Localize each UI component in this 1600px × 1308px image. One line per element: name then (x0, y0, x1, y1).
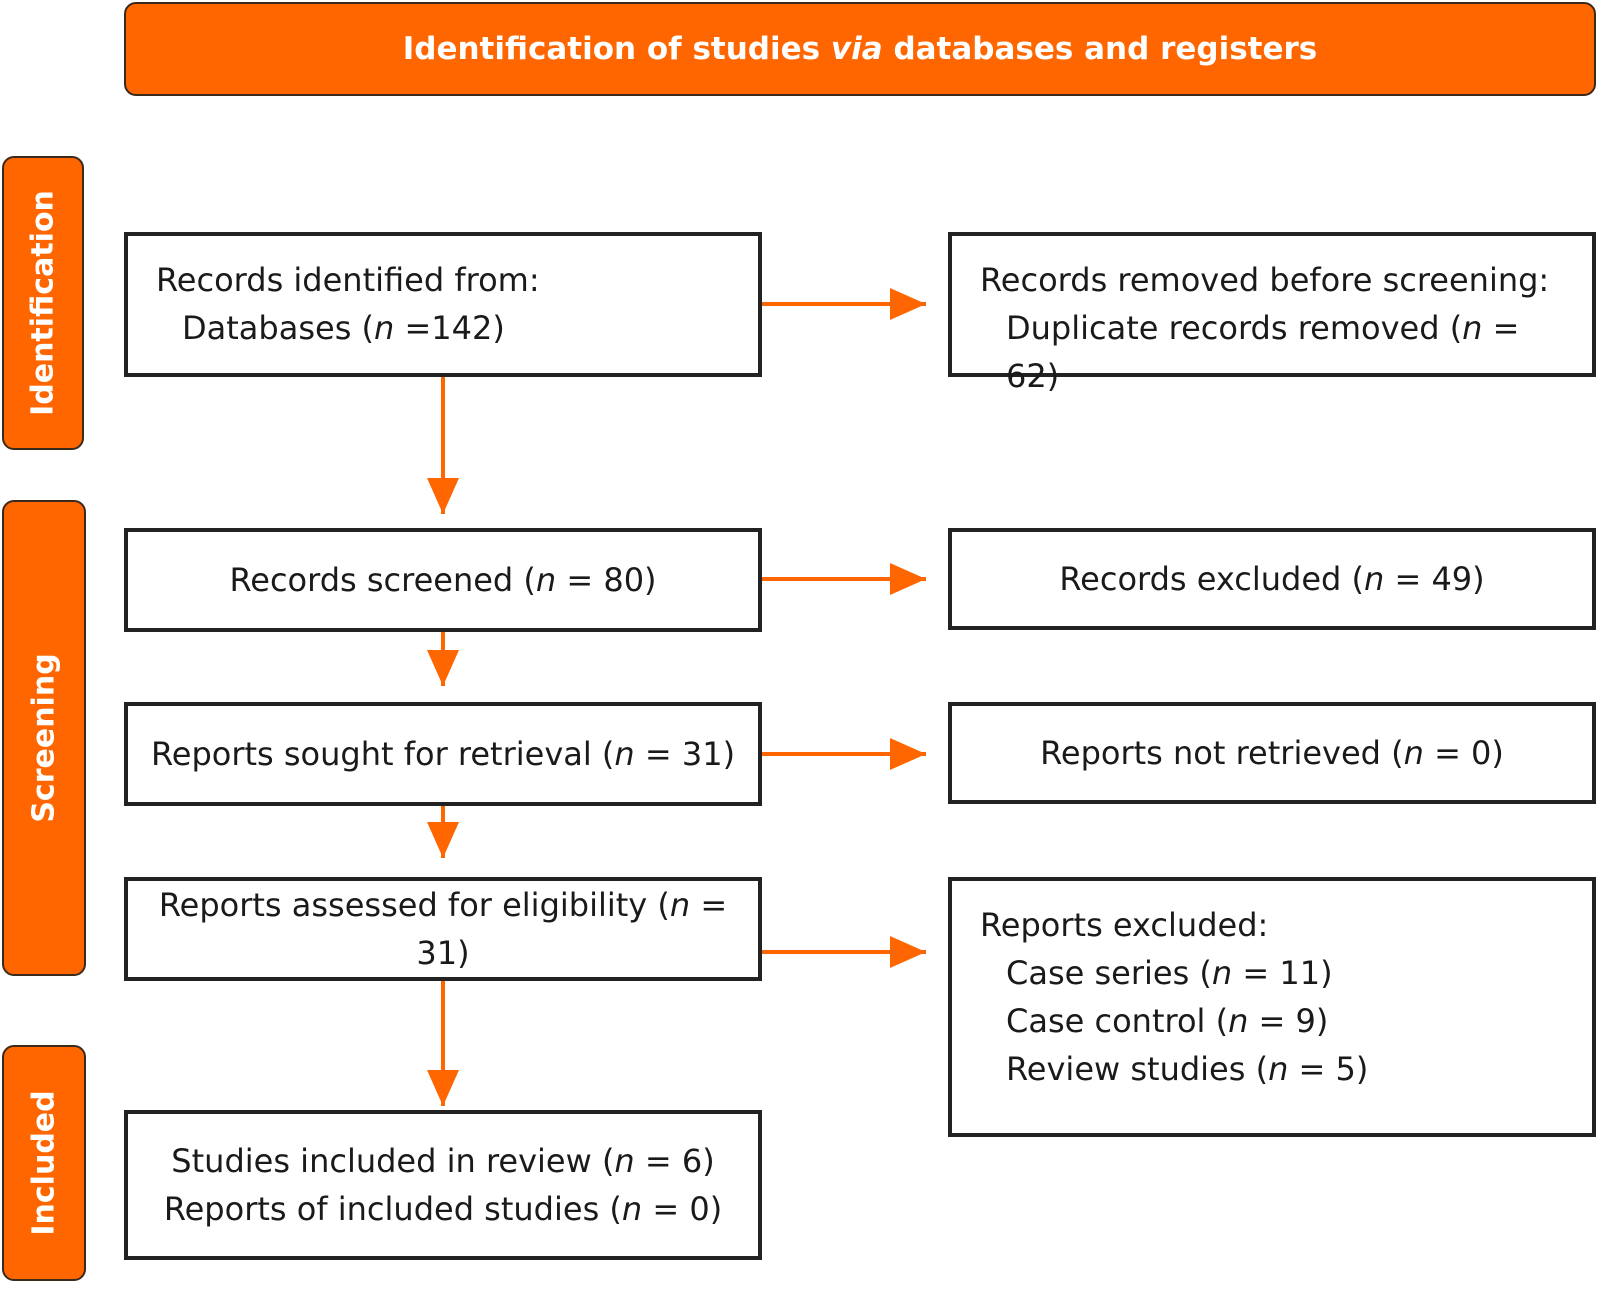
review-studies-label: Review studies ( (1006, 1050, 1269, 1088)
case-control-label: Case control ( (1006, 1002, 1229, 1040)
phase-identification: Identification (2, 156, 84, 450)
duplicates-label: Duplicate records removed ( (1006, 309, 1463, 347)
n-symbol: n (614, 735, 635, 773)
reports-sought-box: Reports sought for retrieval (n = 31) (124, 702, 762, 806)
header-prefix: Identification of studies (402, 31, 831, 67)
studies-included-box: Studies included in review (n = 6) Repor… (124, 1110, 762, 1260)
reports-excluded-box: Reports excluded: Case series (n = 11) C… (948, 877, 1596, 1137)
n-symbol: n (621, 1190, 643, 1228)
reports-assessed-box: Reports assessed for eligibility (n = 31… (124, 877, 762, 981)
databases-label: Databases ( (182, 309, 375, 347)
records-excluded-count: = 49) (1384, 560, 1485, 598)
header-via: via (830, 31, 883, 67)
records-identified-title: Records identified from: (156, 261, 540, 299)
reports-sought-count: = 31) (634, 735, 736, 773)
n-symbol: n (535, 561, 557, 599)
databases-count: =142) (394, 309, 505, 347)
reports-not-retrieved-count: = 0) (1423, 734, 1504, 772)
case-control-count: = 9) (1248, 1002, 1329, 1040)
n-symbol: n (374, 309, 395, 347)
records-removed-box: Records removed before screening: Duplic… (948, 232, 1596, 395)
header-banner: Identification of studies via databases … (124, 2, 1596, 96)
reports-included-line: Reports of included studies (n = 0) (164, 1185, 722, 1233)
studies-included-line: Studies included in review (n = 6) (171, 1137, 714, 1185)
reports-not-retrieved-line: Reports not retrieved (n = 0) (1040, 729, 1504, 777)
reports-not-retrieved-box: Reports not retrieved (n = 0) (948, 702, 1596, 804)
n-symbol: n (1462, 309, 1483, 347)
n-symbol: n (1268, 1050, 1289, 1088)
studies-included-label: Studies included in review ( (171, 1142, 615, 1180)
n-symbol: n (614, 1142, 635, 1180)
reports-included-count: = 0) (642, 1190, 723, 1228)
n-symbol: n (1228, 1002, 1249, 1040)
n-symbol: n (669, 886, 691, 924)
reports-sought-label: Reports sought for retrieval ( (150, 735, 615, 773)
phase-included: Included (2, 1045, 86, 1281)
records-excluded-box: Records excluded (n = 49) (948, 528, 1596, 630)
records-excluded-label: Records excluded ( (1059, 560, 1364, 598)
case-series-label: Case series ( (1006, 954, 1212, 992)
records-screened-label: Records screened ( (229, 561, 536, 599)
records-screened-count: = 80) (556, 561, 657, 599)
n-symbol: n (1364, 560, 1385, 598)
duplicates-line: Duplicate records removed (n = 62) (980, 304, 1566, 400)
records-identified-box: Records identified from: Databases (n =1… (124, 232, 762, 377)
duplicates-count: = 62) (1006, 309, 1520, 395)
exclusion-reason-case-control: Case control (n = 9) (980, 997, 1566, 1045)
reports-assessed-label: Reports assessed for eligibility ( (158, 886, 670, 924)
records-screened-line: Records screened (n = 80) (229, 556, 656, 604)
records-excluded-line: Records excluded (n = 49) (1059, 555, 1484, 603)
n-symbol: n (1211, 954, 1233, 992)
reports-included-label: Reports of included studies ( (163, 1190, 622, 1228)
review-studies-count: = 5) (1288, 1050, 1369, 1088)
exclusion-reason-review-studies: Review studies (n = 5) (980, 1045, 1566, 1093)
case-series-count: = 11) (1232, 954, 1333, 992)
header-suffix: databases and registers (882, 31, 1318, 67)
exclusion-reason-case-series: Case series (n = 11) (980, 949, 1566, 997)
n-symbol: n (1403, 734, 1424, 772)
records-removed-title: Records removed before screening: (980, 261, 1550, 299)
reports-assessed-line: Reports assessed for eligibility (n = 31… (128, 881, 758, 977)
reports-excluded-title: Reports excluded: (980, 906, 1269, 944)
reports-not-retrieved-label: Reports not retrieved ( (1040, 734, 1404, 772)
reports-assessed-count: = 31) (416, 886, 728, 972)
studies-included-count: = 6) (634, 1142, 715, 1180)
reports-sought-line: Reports sought for retrieval (n = 31) (151, 730, 735, 778)
databases-line: Databases (n =142) (156, 304, 732, 352)
records-screened-box: Records screened (n = 80) (124, 528, 762, 632)
phase-screening: Screening (2, 500, 86, 976)
